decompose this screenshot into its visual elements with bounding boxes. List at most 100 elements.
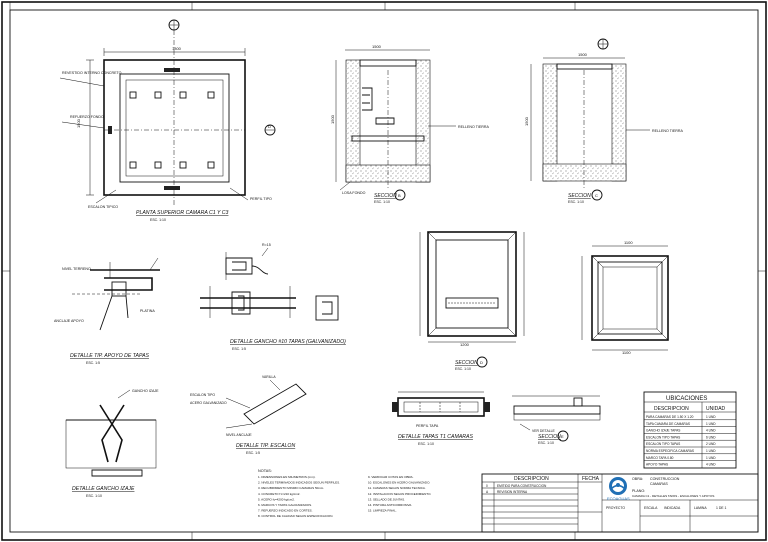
- svg-text:GANCHO IZAJE: GANCHO IZAJE: [132, 389, 159, 393]
- ubicaciones-row-unidad: 4 UND: [706, 463, 716, 467]
- detalle-gancho-drawing: R=15 DETALLE GANCHO #10 TAPAS (GALVANIZA…: [200, 243, 346, 351]
- note-item: 5. ACERO fy=4200 kg/cm2.: [258, 497, 295, 501]
- detalle-tapas-title: DETALLE TAPAS T1 CAMARAS: [398, 434, 473, 440]
- revision-description: EMITIDO PARA CONSTRUCCION: [497, 484, 547, 488]
- ubicaciones-row-descripcion: GANCHO IZAJE TAPAS: [646, 429, 680, 433]
- note-item: 11. CAMARAS SEGUN NORMA TECNICA.: [368, 486, 426, 490]
- ubicaciones-row-descripcion: ESCALON TIPO TAPAS: [646, 442, 680, 446]
- detalle-apoyo-drawing: NIVEL TERRENO PLATINA ANCLAJE APOYO DETA…: [54, 257, 160, 365]
- seccion-e-drawing: VER DETALLE E SECCION ESC. 1:10: [512, 395, 601, 445]
- company-logo: [609, 477, 627, 495]
- lamina-value: 1 DE 1: [716, 506, 726, 510]
- svg-text:D: D: [268, 124, 271, 129]
- detalle-tapas-scale: ESC. 1:10: [418, 442, 434, 446]
- proyecto-label: PROYECTO: [606, 506, 625, 510]
- obra-value-2: CAMARAS: [650, 482, 668, 486]
- ubicaciones-row-unidad: 1 UND: [706, 422, 716, 426]
- ubicaciones-row-unidad: 4 UND: [706, 429, 716, 433]
- ubicaciones-row-unidad: 2 UND: [706, 442, 716, 446]
- svg-text:ESCALON TIPO: ESCALON TIPO: [190, 393, 215, 397]
- seccion-b-scale: ESC. 1:10: [374, 200, 390, 204]
- planta-superior-drawing: 1800 1500 REVESTIDO INTERNO CONCRETO REF…: [59, 19, 276, 222]
- detalle-escalon-title: DETALLE TIP. ESCALON: [236, 443, 295, 449]
- company-name: ECOAGUAS: [607, 496, 630, 501]
- svg-text:RELLENO TIERRA: RELLENO TIERRA: [458, 125, 489, 129]
- ubicaciones-header-unidad: UNIDAD: [706, 406, 726, 412]
- escala-value: INDICADA: [664, 506, 681, 510]
- seccion-b-drawing: 1500 1500 RELLENO TIERRA LOSA FONDO B SE…: [330, 44, 489, 204]
- svg-text:VER DETALLE: VER DETALLE: [532, 429, 555, 433]
- ubicaciones-row-unidad: 1 UND: [706, 449, 716, 453]
- planta-superior-title: PLANTA SUPERIOR CAMARA C1 Y C3: [136, 210, 229, 216]
- obra-label: OBRA:: [632, 477, 643, 481]
- svg-text:ANCLAJE APOYO: ANCLAJE APOYO: [54, 319, 84, 323]
- revision-number: A: [486, 490, 489, 494]
- svg-text:1100: 1100: [622, 350, 631, 355]
- svg-text:PERFIL TIPO: PERFIL TIPO: [250, 197, 272, 201]
- ubicaciones-row-descripcion: NORMA ESPECIFICA CAMARAS: [646, 449, 694, 453]
- detalle-gancho-10-scale: ESC. 1:5: [232, 347, 246, 351]
- note-item: 14. PINTURA ANTICORROSIVA.: [368, 503, 412, 507]
- planta-tapa-drawing: 1100 1100: [581, 240, 669, 355]
- ubicaciones-row-unidad: 1 UND: [706, 456, 716, 460]
- seccion-e-mark: E: [561, 434, 564, 439]
- seccion-d-drawing: 1200 D SECCION ESC. 1:10: [419, 231, 525, 371]
- detalle-gancho-izaje-scale: ESC. 1:10: [86, 494, 102, 498]
- detalle-escalon-scale: ESC. 1:5: [246, 451, 260, 455]
- ubicaciones-header-descripcion: DESCRIPCION: [654, 406, 689, 412]
- svg-text:NIVEL ANCLAJE: NIVEL ANCLAJE: [226, 433, 252, 437]
- seccion-c-title: SECCION: [568, 193, 591, 199]
- revision-number: 0: [486, 484, 488, 488]
- lamina-label: LAMINA: [694, 506, 707, 510]
- svg-text:PERFIL TAPA: PERFIL TAPA: [416, 424, 439, 428]
- seccion-d-title: SECCION: [455, 360, 478, 366]
- notes-column-1: 1. DIMENSIONES EN MILIMETROS (mm).2. NIV…: [258, 475, 340, 518]
- revision-header: DESCRIPCION: [514, 476, 549, 482]
- svg-text:VARILLA: VARILLA: [262, 375, 276, 379]
- svg-text:1500: 1500: [76, 118, 81, 128]
- svg-text:ESCALON TIPICO: ESCALON TIPICO: [88, 205, 118, 209]
- note-item: 3. RECUBRIMIENTO MINIMO CAMARAS 50mm.: [258, 486, 324, 490]
- detalle-escalon-drawing: ESCALON TIPO ACERO GALVANIZADO NIVEL ANC…: [190, 375, 307, 455]
- svg-text:NIVEL TERRENO: NIVEL TERRENO: [62, 267, 91, 271]
- escala-label: ESCALA: [644, 506, 658, 510]
- svg-text:1800: 1800: [172, 46, 182, 51]
- note-item: 13. SELLADO DE JUNTAS.: [368, 497, 405, 501]
- note-item: 1. DIMENSIONES EN MILIMETROS (mm).: [258, 475, 316, 479]
- svg-text:R=15: R=15: [262, 243, 271, 247]
- notes-block: NOTAS: 1. DIMENSIONES EN MILIMETROS (mm)…: [258, 469, 431, 518]
- notes-title: NOTAS:: [258, 469, 272, 473]
- ubicaciones-row-descripcion: MARCO TAPA 0.80: [646, 456, 674, 460]
- svg-text:REVESTIDO INTERNO CONCRETO: REVESTIDO INTERNO CONCRETO: [62, 71, 122, 75]
- fecha-header: FECHA: [582, 476, 600, 482]
- seccion-b-mark: B: [398, 193, 401, 198]
- svg-text:1100: 1100: [624, 240, 633, 245]
- detalle-tapas-drawing: PERFIL TAPA DETALLE TAPAS T1 CAMARAS ESC…: [392, 391, 490, 446]
- note-item: 6. MARCOS Y TAPAS GALVANIZADOS.: [258, 503, 312, 507]
- notes-column-2: 9. VERIFICAR COTAS EN OBRA.10. ESCALONES…: [368, 475, 431, 513]
- plano-label: PLANO:: [632, 489, 645, 493]
- note-item: 9. VERIFICAR COTAS EN OBRA.: [368, 475, 414, 479]
- plano-value: CAMARA C1 - DETALLES TAPAS - ESCALONES Y…: [632, 494, 714, 498]
- obra-value: CONSTRUCCION: [650, 477, 680, 481]
- escalon-marks: [108, 68, 215, 190]
- svg-text:1500: 1500: [578, 52, 588, 57]
- seccion-e-title: SECCION: [538, 434, 561, 440]
- svg-text:RELLENO TIERRA: RELLENO TIERRA: [652, 129, 683, 133]
- ubicaciones-row-descripcion: ESCALON TIPO TAPAS: [646, 435, 680, 439]
- seccion-c-mark: C: [595, 193, 598, 198]
- seccion-d-mark: D: [480, 360, 483, 365]
- detalle-gancho-izaje-title: DETALLE GANCHO IZAJE: [72, 486, 135, 492]
- seccion-c-scale: ESC. 1:10: [568, 200, 584, 204]
- seccion-b-title: SECCION: [374, 193, 397, 199]
- ubicaciones-row-unidad: 1 UND: [706, 415, 716, 419]
- svg-text:1200: 1200: [460, 342, 470, 347]
- ubicaciones-table: UBICACIONES DESCRIPCION UNIDAD PARA CAMA…: [643, 391, 737, 469]
- title-block: DESCRIPCION FECHA 0 EMITIDO PARA CONSTRUC…: [481, 473, 759, 533]
- ubicaciones-row-unidad: 6 UND: [706, 435, 716, 439]
- detalle-apoyo-scale: ESC. 1:5: [86, 361, 100, 365]
- note-item: 12. INSTALACION SEGUN PROCEDIMIENTO.: [368, 492, 431, 496]
